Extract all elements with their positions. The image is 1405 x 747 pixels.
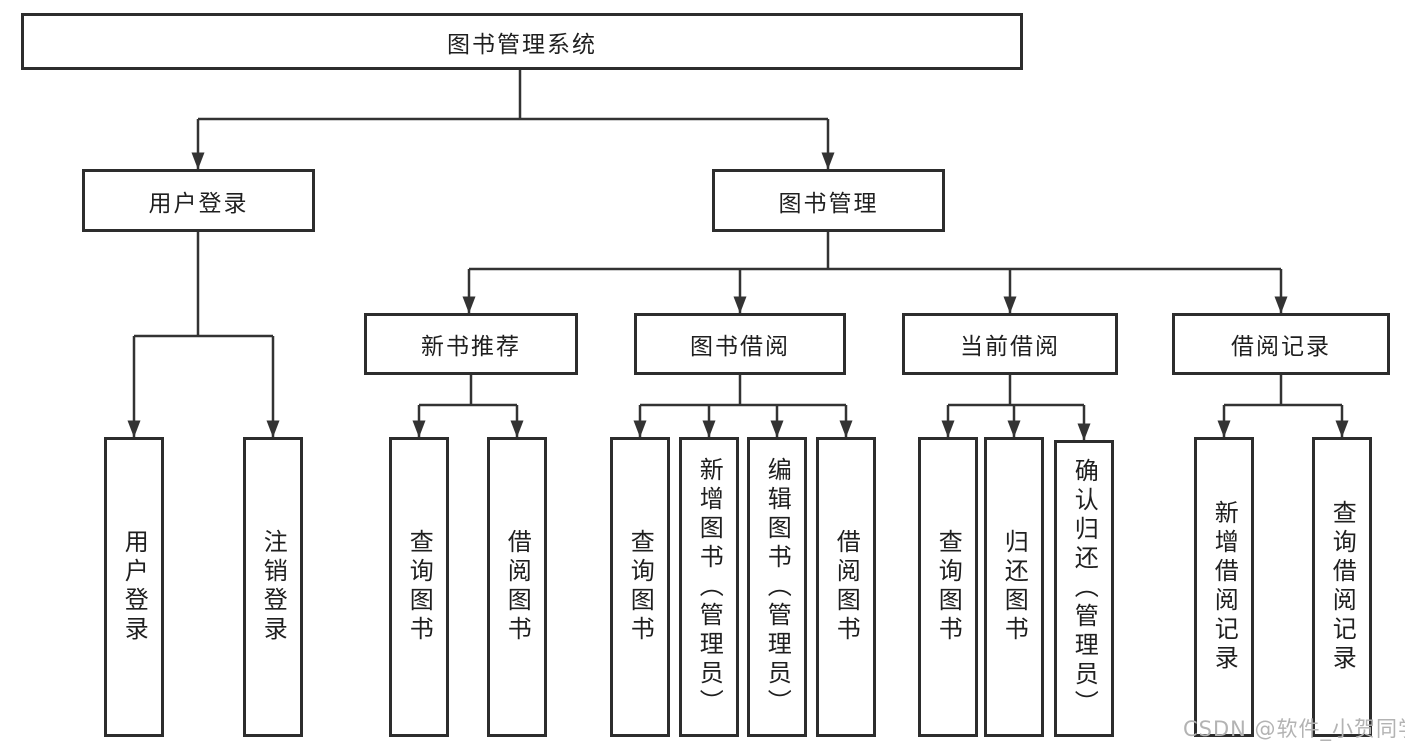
- node-query-book-borrowing: 查询图书: [610, 437, 670, 737]
- node-book-management: 图书管理: [712, 169, 945, 232]
- node-query-book-current: 查询图书: [918, 437, 978, 737]
- node-library-management-system: 图书管理系统: [21, 13, 1023, 70]
- node-return-book: 归还图书: [984, 437, 1044, 737]
- node-new-book-recommend: 新书推荐: [364, 313, 578, 375]
- node-book-borrowing: 图书借阅: [634, 313, 846, 375]
- node-confirm-return-admin: 确认归还（管理员）: [1054, 440, 1114, 737]
- node-user-login: 用户登录: [82, 169, 315, 232]
- node-add-book-admin: 新增图书（管理员）: [679, 437, 739, 737]
- node-add-borrow-record: 新增借阅记录: [1194, 437, 1254, 737]
- node-current-borrowing: 当前借阅: [902, 313, 1118, 375]
- node-borrow-book: 借阅图书: [816, 437, 876, 737]
- node-user-login-leaf: 用户登录: [104, 437, 164, 737]
- node-edit-book-admin: 编辑图书（管理员）: [747, 437, 807, 737]
- node-borrow-book-recommend: 借阅图书: [487, 437, 547, 737]
- csdn-watermark: CSDN @软件_小贺同学: [1183, 717, 1405, 741]
- node-query-book-recommend: 查询图书: [389, 437, 449, 737]
- node-borrowing-records: 借阅记录: [1172, 313, 1390, 375]
- node-logout: 注销登录: [243, 437, 303, 737]
- node-query-borrow-record: 查询借阅记录: [1312, 437, 1372, 737]
